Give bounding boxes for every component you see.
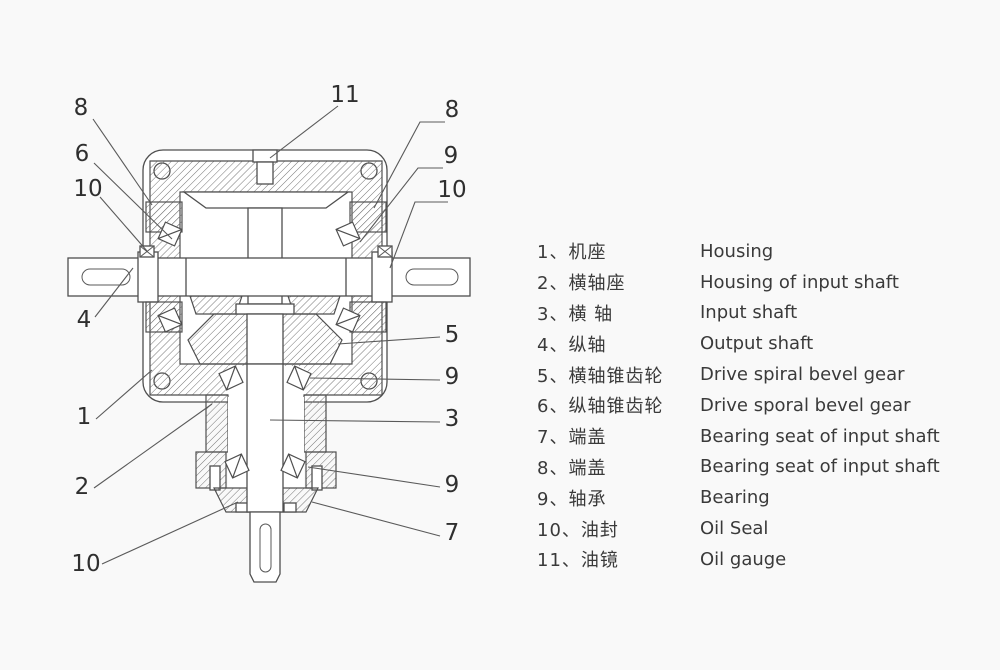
bearing-icon <box>157 307 183 333</box>
bearings <box>157 221 361 479</box>
part-name-zh: 9、轴承 <box>537 488 607 510</box>
bearing-icon <box>157 221 183 247</box>
legend-row: 9、轴承 Bearing <box>537 482 977 513</box>
part-name-zh: 2、横轴座 <box>537 273 626 295</box>
part-name-zh: 11、油镜 <box>537 550 619 572</box>
bearing-icon <box>218 365 244 391</box>
callout-leaders <box>92 105 448 565</box>
callout-label: 10 <box>437 177 466 203</box>
part-name-en: Oil gauge <box>700 548 787 570</box>
part-name-en: Oil Seal <box>700 518 769 540</box>
bevel-gear-pair <box>187 291 343 365</box>
oil-seal-left <box>139 245 155 258</box>
part-name-en: Input shaft <box>700 302 798 324</box>
callout-label: 3 <box>445 406 460 432</box>
inner-ceiling <box>182 191 350 209</box>
legend-row: 2、横轴座 Housing of input shaft <box>537 267 977 298</box>
legend-row: 4、纵轴 Output shaft <box>537 328 977 359</box>
part-name-en: Bearing seat of input shaft <box>700 425 940 447</box>
part-name-zh: 5、横轴锥齿轮 <box>537 365 664 387</box>
input-bevel-gear-teeth <box>189 295 243 315</box>
input-bevel-gear-teeth <box>287 295 341 315</box>
callout-label: 10 <box>71 551 100 577</box>
part-name-zh: 3、横 轴 <box>537 303 614 325</box>
part-name-zh: 1、机座 <box>537 242 607 264</box>
keyway-bottom <box>259 523 272 573</box>
bearing-icon <box>335 221 361 247</box>
part-name-zh: 4、纵轴 <box>537 334 607 356</box>
shaft-collar-right <box>371 251 393 303</box>
parts-legend: 1、机座 Housing 2、横轴座 Housing of input shaf… <box>537 236 977 575</box>
legend-row: 11、油镜 Oil gauge <box>537 544 977 575</box>
output-shaft-horizontal <box>67 251 471 303</box>
part-name-en: Housing of input shaft <box>700 271 899 293</box>
callout-label: 4 <box>77 307 92 333</box>
flange-bolt <box>209 465 221 491</box>
bearing-icon <box>286 365 312 391</box>
legend-row: 7、端盖 Bearing seat of input shaft <box>537 421 977 452</box>
part-name-en: Bearing <box>700 487 770 509</box>
bearing-icon <box>280 453 306 479</box>
gear-hub <box>246 313 284 365</box>
input-shaft-vertical <box>246 207 284 583</box>
oil-gauge-plug <box>252 149 278 185</box>
part-name-en: Drive spiral bevel gear <box>700 364 905 386</box>
callout-label: 8 <box>445 97 460 123</box>
legend-row: 8、端盖 Bearing seat of input shaft <box>537 452 977 483</box>
keyway-right <box>405 268 459 286</box>
callout-label: 11 <box>330 82 359 108</box>
legend-row: 5、横轴锥齿轮 Drive spiral bevel gear <box>537 359 977 390</box>
oil-seal-right <box>377 245 393 258</box>
callout-label: 7 <box>445 520 460 546</box>
legend-row: 6、纵轴锥齿轮 Drive sporal bevel gear <box>537 390 977 421</box>
callout-label: 9 <box>444 143 459 169</box>
part-name-en: Housing <box>700 240 774 262</box>
part-name-zh: 7、端盖 <box>537 427 607 449</box>
legend-row: 10、油封 Oil Seal <box>537 513 977 544</box>
callout-label: 10 <box>73 176 102 202</box>
part-name-zh: 6、纵轴锥齿轮 <box>537 396 664 418</box>
shaft-collar-left <box>137 251 159 303</box>
callout-label: 5 <box>445 322 460 348</box>
callout-label: 8 <box>74 95 89 121</box>
legend-row: 1、机座 Housing <box>537 236 977 267</box>
part-name-zh: 8、端盖 <box>537 457 607 479</box>
part-name-en: Bearing seat of input shaft <box>700 456 940 478</box>
callout-label: 9 <box>445 472 460 498</box>
part-name-zh: 10、油封 <box>537 519 619 541</box>
oil-seal-bottom <box>235 502 249 513</box>
callout-label: 1 <box>77 404 92 430</box>
flange-bolt <box>311 465 323 491</box>
oil-seal-bottom <box>283 502 297 513</box>
bearing-icon <box>224 453 250 479</box>
legend-row: 3、横 轴 Input shaft <box>537 298 977 329</box>
callout-label: 2 <box>75 474 90 500</box>
part-name-en: Output shaft <box>700 333 814 355</box>
part-name-en: Drive sporal bevel gear <box>700 394 911 416</box>
callout-numbers: 8 6 10 4 1 2 10 11 8 9 10 5 9 3 9 7 <box>71 82 466 577</box>
callout-label: 6 <box>75 141 90 167</box>
bearing-icon <box>335 307 361 333</box>
keyway-left <box>81 268 131 286</box>
gear-washer <box>235 303 295 315</box>
callout-label: 9 <box>445 364 460 390</box>
